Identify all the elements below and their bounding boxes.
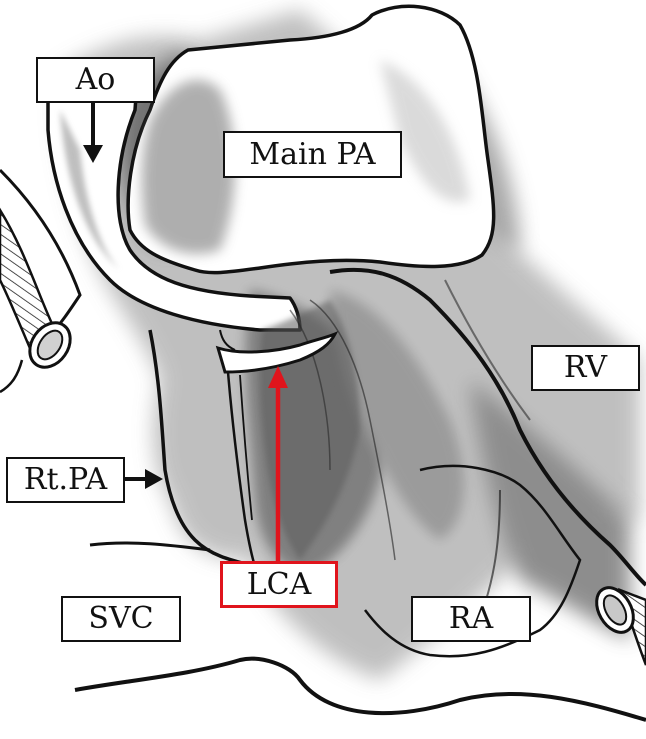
rt-pa-arrow — [125, 469, 163, 489]
label-lca: LCA — [220, 561, 338, 608]
label-main-pa: Main PA — [223, 131, 402, 178]
label-ra: RA — [411, 596, 531, 642]
label-rv: RV — [531, 345, 640, 391]
label-svc: SVC — [61, 596, 181, 642]
label-rt-pa: Rt.PA — [6, 457, 125, 503]
label-ao: Ao — [36, 57, 155, 103]
